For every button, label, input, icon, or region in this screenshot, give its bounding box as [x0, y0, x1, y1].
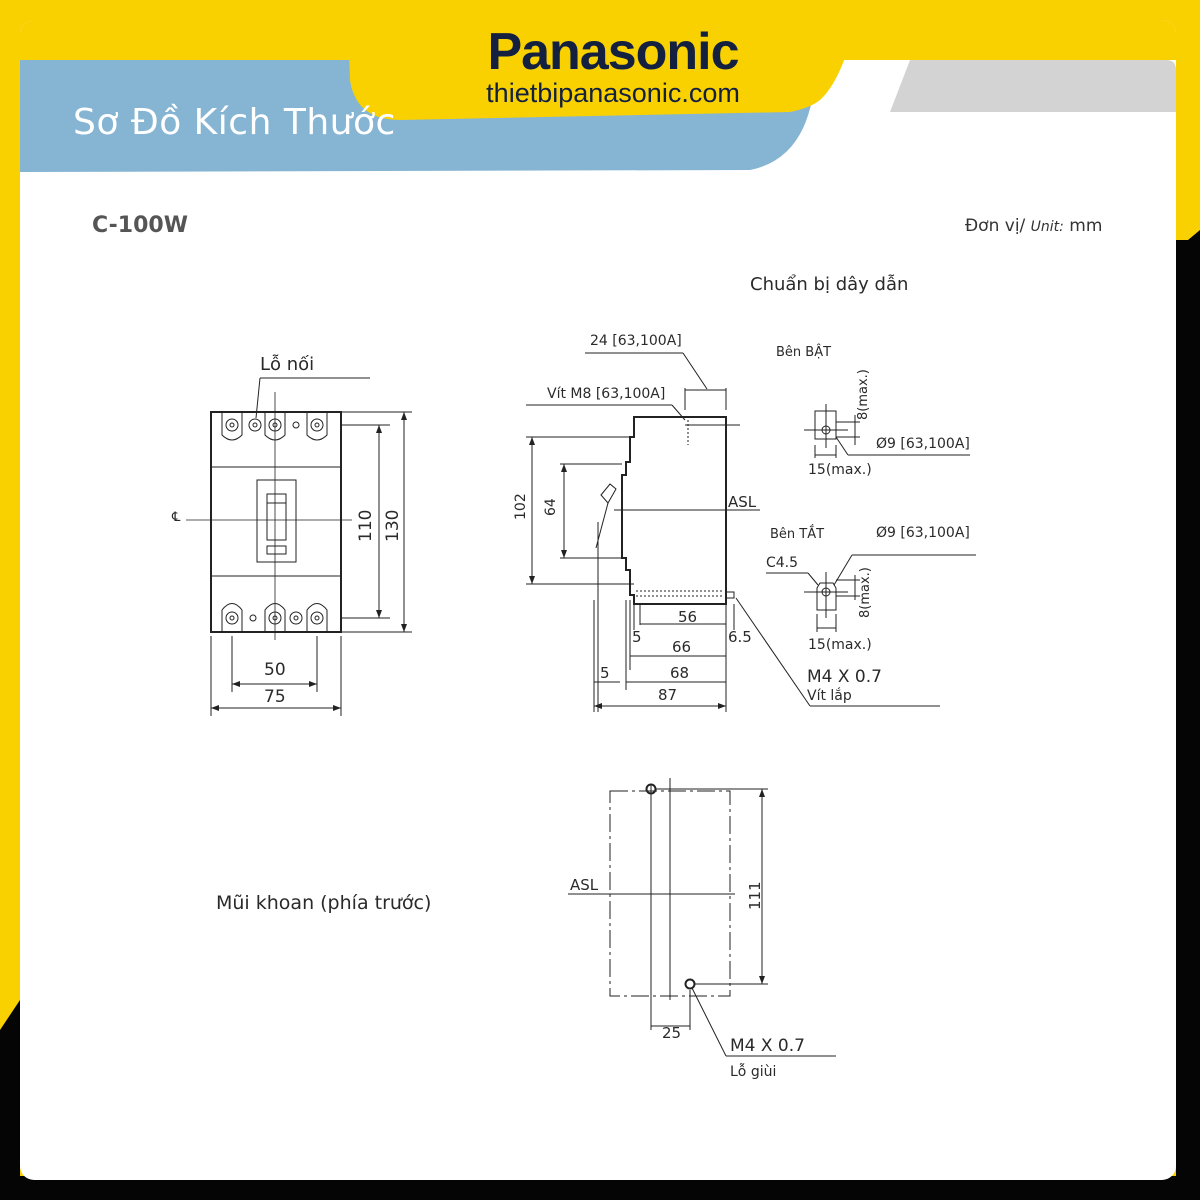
- off-side-height: 8(max.): [858, 567, 873, 618]
- dim-87: 87: [658, 686, 678, 704]
- on-side-hole: Ø9 [63,100A]: [876, 436, 970, 452]
- drill-hole-label: Lỗ giùi: [730, 1064, 777, 1080]
- dim-64: 64: [543, 498, 559, 516]
- drill-hole-spec: M4 X 0.7: [730, 1036, 805, 1056]
- centerline-symbol: ℄: [172, 510, 181, 525]
- unit-label: Đơn vị/ Unit: mm: [965, 216, 1102, 236]
- dim-6-5: 6.5: [728, 628, 752, 646]
- asl-label-side: ASL: [728, 493, 757, 511]
- model-label: C-100W: [92, 213, 188, 238]
- off-side-width: 15(max.): [808, 637, 872, 653]
- connection-hole-label: Lỗ nối: [260, 354, 315, 375]
- dim-25: 25: [662, 1024, 682, 1042]
- unit-value: mm: [1069, 216, 1103, 236]
- screw-m4-spec: M4 X 0.7: [807, 667, 882, 687]
- wire-prep-title: Chuẩn bị dây dẫn: [750, 274, 909, 295]
- off-side-hole: Ø9 [63,100A]: [876, 525, 970, 541]
- screw-m4-label: Vít lắp: [807, 688, 852, 704]
- dim-24-label: 24 [63,100A]: [590, 333, 682, 349]
- screw-m8-label: Vít M8 [63,100A]: [547, 386, 666, 402]
- diagram-card: Panasonic thietbipanasonic.com Sơ Đồ Kíc…: [20, 20, 1176, 1180]
- brand-website: thietbipanasonic.com: [486, 78, 740, 108]
- dim-68: 68: [670, 664, 690, 682]
- dimension-drawing: [186, 352, 976, 1057]
- page-title: Sơ Đồ Kích Thước: [73, 102, 396, 143]
- dim-5-inner: 5: [632, 628, 642, 646]
- dim-75: 75: [264, 687, 286, 707]
- off-side-chamfer: C4.5: [766, 555, 799, 571]
- off-side-label: Bên TẮT: [770, 527, 825, 542]
- on-side-width: 15(max.): [808, 462, 872, 478]
- brand-logo: Panasonic thietbipanasonic.com: [368, 20, 858, 120]
- dim-130: 130: [383, 509, 403, 542]
- drill-view-title: Mũi khoan (phía trước): [216, 892, 432, 914]
- brand-name: Panasonic: [487, 23, 739, 81]
- dim-66: 66: [672, 638, 692, 656]
- dim-102: 102: [513, 493, 529, 520]
- unit-prefix: Đơn vị/: [965, 216, 1026, 236]
- on-side-label: Bên BẬT: [776, 345, 832, 360]
- asl-label-drill: ASL: [570, 876, 599, 894]
- dim-50: 50: [264, 660, 286, 680]
- dim-110: 110: [356, 509, 376, 542]
- header-band: [20, 20, 1176, 172]
- dim-56: 56: [678, 608, 698, 626]
- unit-italic: Unit:: [1030, 219, 1064, 235]
- on-side-height: 8(max.): [856, 369, 871, 420]
- dim-111: 111: [746, 881, 764, 910]
- dim-5-outer: 5: [600, 664, 610, 682]
